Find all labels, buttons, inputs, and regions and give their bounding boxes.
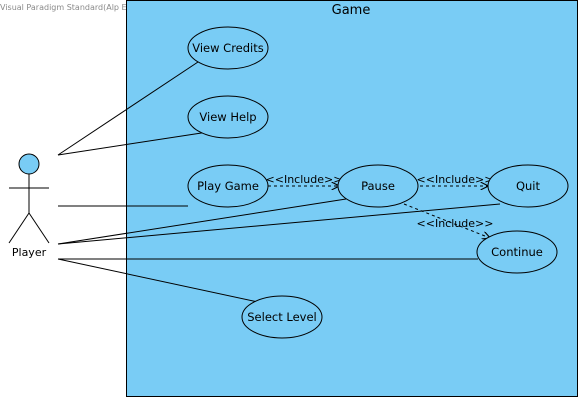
actor-player-label: Player [12,246,47,259]
association-pause[interactable] [57,198,347,245]
system-boundary-title: Game [332,3,371,18]
association-quit[interactable] [57,203,501,245]
usecase-pause[interactable]: Pause [337,164,419,208]
usecase-continue-label: Continue [491,245,543,259]
usecase-select-level-label: Select Level [247,310,317,324]
association-view-help[interactable] [57,131,209,156]
usecase-pause-label: Pause [361,179,395,193]
usecase-play-game[interactable]: Play Game [187,164,269,208]
include-label-pause-continue: <<Include>> [417,217,494,230]
include-relationships: <<Include>> <<Include>> <<Include>> [266,173,494,238]
usecase-continue[interactable]: Continue [476,230,558,274]
usecase-view-help[interactable]: View Help [187,95,269,139]
usecase-quit[interactable]: Quit [487,164,569,208]
actor-player[interactable]: Player [8,153,50,259]
usecase-select-level[interactable]: Select Level [241,295,323,339]
association-view-credits[interactable] [57,59,202,156]
usecase-quit-label: Quit [516,179,541,193]
usecase-view-credits-label: View Credits [192,41,264,55]
usecase-view-help-label: View Help [199,110,256,124]
usecase-play-game-label: Play Game [197,179,259,193]
association-select-level[interactable] [57,258,259,303]
usecase-view-credits[interactable]: View Credits [187,26,269,70]
include-label-pause-quit: <<Include>> [417,173,494,186]
watermark-text: Visual Paradigm Standard(Alp Ege Baştürk… [0,3,229,12]
include-label-playgame-pause: <<Include>> [266,173,343,186]
associations [57,59,501,303]
stick-figure-icon [8,153,50,244]
